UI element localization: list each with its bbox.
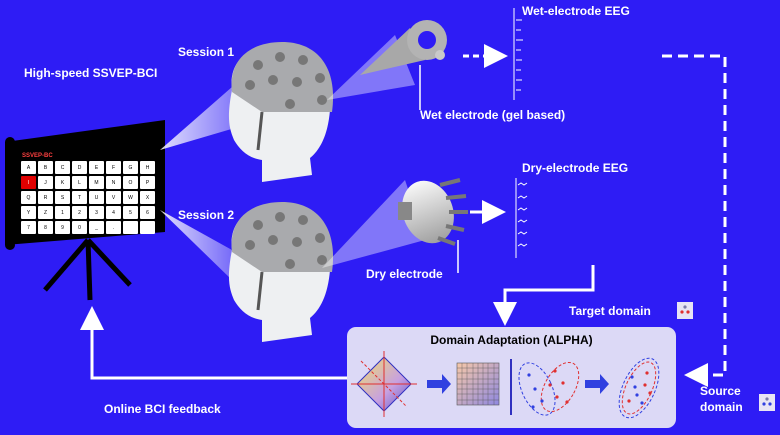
speller-key: 0 (72, 221, 87, 234)
covariance-matrix-icon (456, 362, 500, 406)
speller-key: G (123, 161, 138, 174)
bci-label: High-speed SSVEP-BCI (24, 66, 158, 80)
speller-key: K (55, 176, 70, 189)
head-session-2 (228, 202, 334, 342)
speller-key: 8 (38, 221, 53, 234)
wet-eeg-label: Wet-electrode EEG (522, 4, 630, 18)
wet-electrode-label: Wet electrode (gel based) (420, 108, 566, 122)
speller-key: _ (89, 221, 104, 234)
speller-key: X (140, 191, 155, 204)
speller-key: S (55, 191, 70, 204)
domain-adaptation-panel: Domain Adaptation (ALPHA) (347, 327, 676, 428)
speller-key: C (55, 161, 70, 174)
speller-key: J (38, 176, 53, 189)
speller-key: . (106, 221, 121, 234)
speller-key: R (38, 191, 53, 204)
speller-key: N (106, 176, 121, 189)
head-session-1 (228, 42, 334, 182)
arrow-target-domain (493, 265, 595, 326)
aligned-clusters-icon (618, 357, 660, 419)
session-2-label: Session 2 (178, 208, 235, 222)
arrow-right-icon-1 (427, 374, 451, 394)
speller-title: SSVEP-BC (22, 153, 53, 159)
speller-key: I (21, 176, 36, 189)
whitening-diamond-icon (351, 351, 417, 417)
speller-key: O (123, 176, 138, 189)
speller-key: Y (21, 206, 36, 219)
target-domain-label: Target domain (569, 304, 651, 318)
speller-key: L (72, 176, 87, 189)
stimulus-beam-lower (160, 210, 232, 280)
speller-key: H (140, 161, 155, 174)
speller-key: 2 (72, 206, 87, 219)
speller-key: 1 (55, 206, 70, 219)
speller-key: Z (38, 206, 53, 219)
speller-key: 3 (89, 206, 104, 219)
speller-key: V (106, 191, 121, 204)
scattered-clusters-icon (518, 361, 580, 416)
speller-key (140, 221, 155, 234)
speller-key: 7 (21, 221, 36, 234)
speller-key: D (72, 161, 87, 174)
speller-key: A (21, 161, 36, 174)
wet-eeg-traces (513, 8, 523, 100)
speller-key: 9 (55, 221, 70, 234)
speller-key: U (89, 191, 104, 204)
speller-key: 5 (123, 206, 138, 219)
speller-key (123, 221, 138, 234)
stimulus-beam-upper (160, 80, 245, 150)
speller-key: W (123, 191, 138, 204)
arrow-online-feedback (80, 306, 347, 380)
speller-key: B (38, 161, 53, 174)
arrow-right-icon-2 (585, 374, 609, 394)
source-domain-label-line1: Source (700, 384, 741, 398)
wet-electrode-image (360, 20, 447, 75)
domain-adaptation-graphics (351, 351, 660, 419)
speller-key: 4 (106, 206, 121, 219)
speller-key: E (89, 161, 104, 174)
online-feedback-label: Online BCI feedback (104, 402, 221, 416)
source-domain-icon (759, 394, 775, 411)
speller-key: M (89, 176, 104, 189)
speller-key: Q (21, 191, 36, 204)
dry-electrode-label: Dry electrode (366, 267, 443, 281)
dry-eeg-label: Dry-electrode EEG (522, 161, 629, 175)
dry-electrode-image (398, 178, 468, 246)
dry-eeg-traces (515, 178, 528, 258)
domain-adaptation-title: Domain Adaptation (ALPHA) (430, 333, 593, 347)
speller-key: P (140, 176, 155, 189)
source-domain-label-line2: domain (700, 400, 743, 414)
speller-key: T (72, 191, 87, 204)
session-1-label: Session 1 (178, 45, 235, 59)
speller-key: 6 (140, 206, 155, 219)
speller-key: F (106, 161, 121, 174)
target-domain-icon (677, 302, 693, 319)
